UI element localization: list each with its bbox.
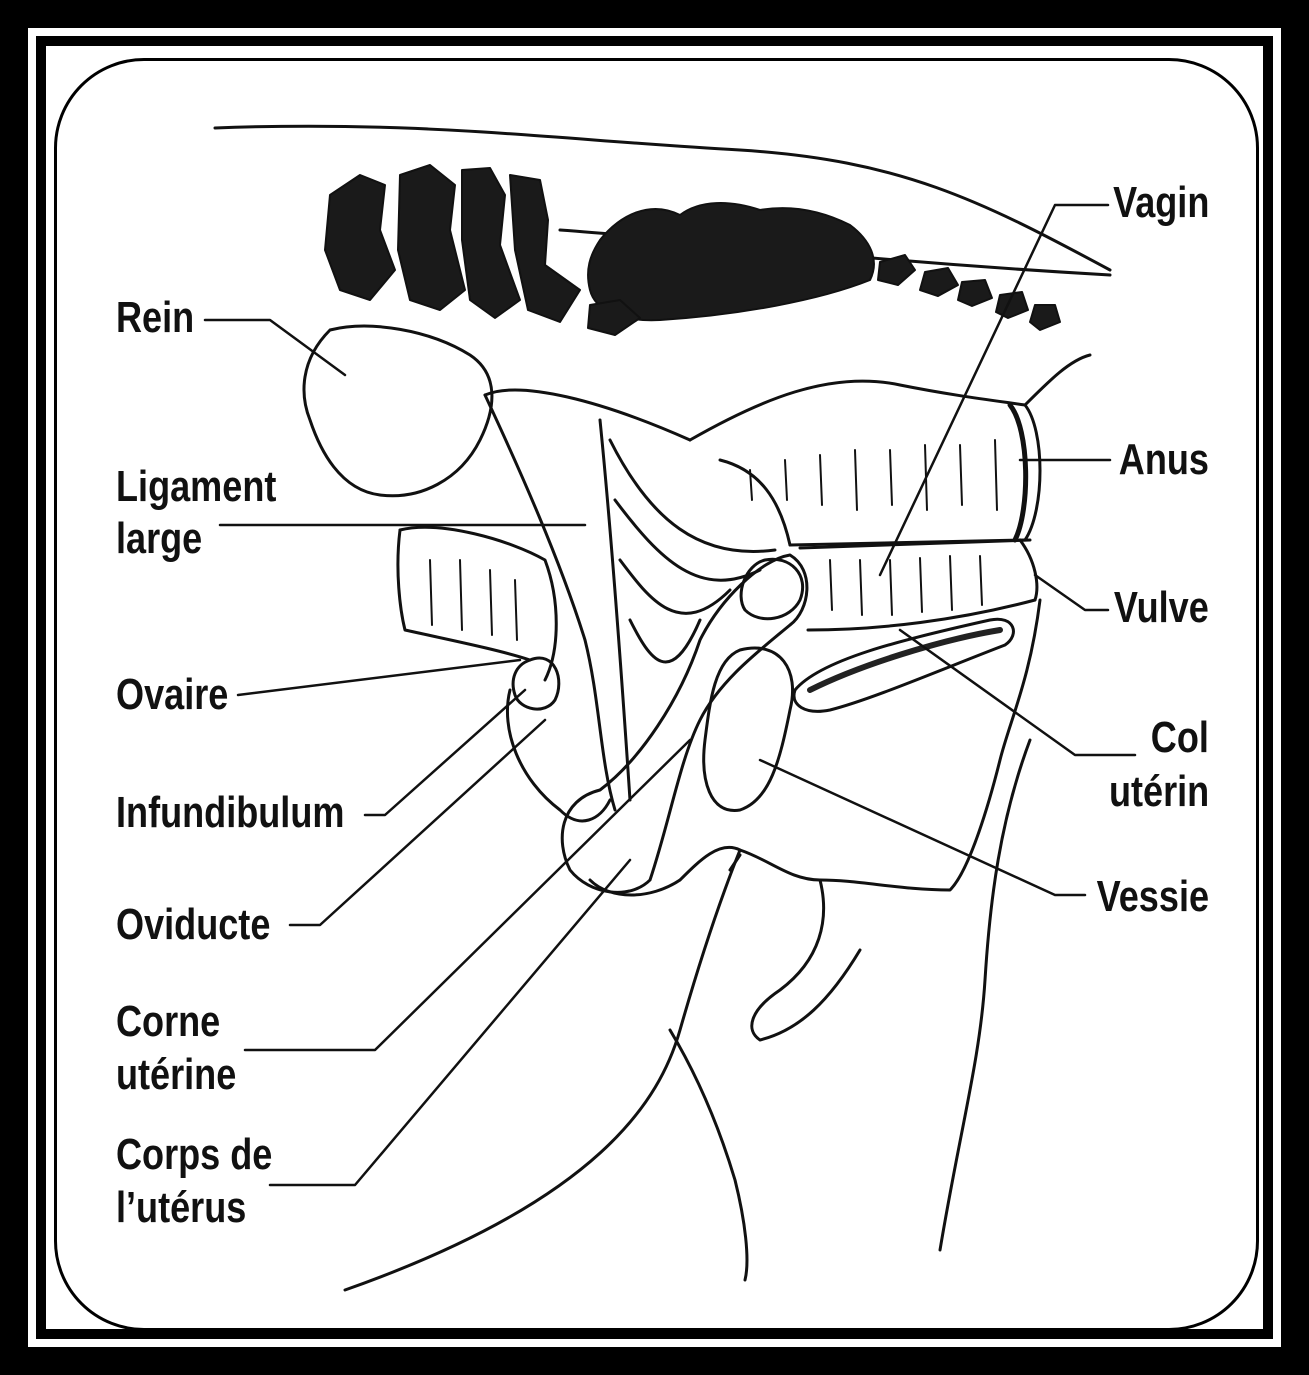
label-ligament-large-line1: Ligament <box>116 462 276 512</box>
leader-lines <box>205 205 1135 1185</box>
hind-limb-outline <box>345 600 1040 1290</box>
label-vessie: Vessie <box>1097 872 1209 922</box>
ovary-outline <box>513 658 559 709</box>
cervix-knob <box>741 559 803 618</box>
broad-ligament <box>485 390 775 810</box>
label-ovaire: Ovaire <box>116 670 228 720</box>
label-corne-uterine-line1: Corne <box>116 997 220 1047</box>
label-rein: Rein <box>116 293 194 343</box>
rectum <box>690 355 1090 545</box>
label-vulve: Vulve <box>1114 583 1209 633</box>
vagina <box>800 540 1037 630</box>
label-vagin: Vagin <box>1113 178 1209 228</box>
label-infundibulum: Infundibulum <box>116 788 344 838</box>
label-corne-uterine-line2: utérine <box>116 1050 236 1100</box>
label-col-uterin-line2: utérin <box>1109 767 1209 817</box>
label-corps-uterus-line2: l’utérus <box>116 1183 246 1233</box>
vertebrae <box>325 165 1060 335</box>
label-col-uterin-line1: Col <box>1151 713 1209 763</box>
label-corps-uterus-line1: Corps de <box>116 1130 272 1180</box>
uterine-horn <box>398 527 610 821</box>
label-oviducte: Oviducte <box>116 900 270 950</box>
bladder <box>704 619 1014 810</box>
label-anus: Anus <box>1119 435 1209 485</box>
kidney-outline <box>304 326 492 496</box>
label-ligament-large-line2: large <box>116 514 202 564</box>
